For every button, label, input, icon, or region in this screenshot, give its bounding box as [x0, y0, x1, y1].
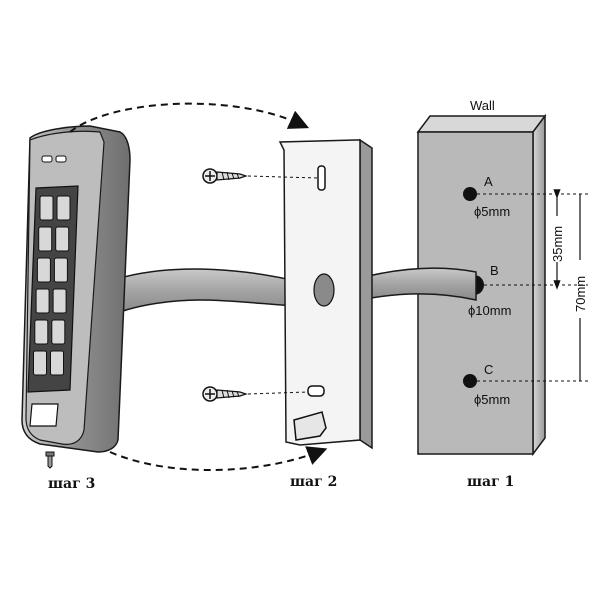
step-2-label: шаг 2 [290, 474, 337, 490]
screw-top-icon [202, 168, 248, 184]
hole-a-letter: A [484, 174, 493, 189]
plate-top-slot [317, 165, 326, 191]
cable [119, 267, 477, 314]
hole-b-letter: B [490, 263, 499, 278]
keypad-key [55, 226, 70, 252]
led-left [41, 155, 53, 163]
keypad-key [33, 350, 47, 376]
keypad-key [53, 257, 68, 283]
dimension-35mm-label: 35mm [550, 226, 565, 262]
hole-a [463, 187, 477, 201]
hole-c-letter: C [484, 362, 493, 377]
wall-title: Wall [470, 98, 495, 113]
keypad-key [36, 257, 51, 283]
bottom-screw-icon [45, 451, 55, 469]
step-1-label: шаг 1 [467, 474, 514, 490]
keypad-keys [33, 195, 71, 376]
mounting-plate [278, 138, 373, 450]
keypad-key [38, 226, 53, 252]
screw-bottom-icon [202, 386, 248, 402]
keypad-key [39, 195, 54, 221]
plate-bottom-slot [307, 385, 325, 397]
led-right [55, 155, 67, 163]
keypad-key [34, 319, 49, 345]
plate-hook [293, 411, 327, 441]
keypad-key [50, 350, 64, 376]
card-reader-window [29, 403, 59, 427]
keypad-key [52, 288, 67, 314]
keypad-key [56, 195, 71, 221]
arrow-top [69, 102, 310, 133]
hole-c [463, 374, 477, 388]
dimension-guides [477, 193, 588, 382]
hole-c-diameter: ϕ5mm [474, 392, 510, 407]
keypad-key [51, 319, 66, 345]
plate-cable-hole [313, 273, 335, 307]
hole-a-diameter: ϕ5mm [474, 204, 510, 219]
screw-bottom-guide [247, 391, 309, 395]
hole-b-diameter: ϕ10mm [468, 303, 511, 318]
arrow-bottom [109, 446, 328, 472]
keypad-key [35, 288, 50, 314]
dimension-70mm-label: 70mm [573, 276, 588, 312]
step-3-label: шаг 3 [48, 476, 95, 492]
